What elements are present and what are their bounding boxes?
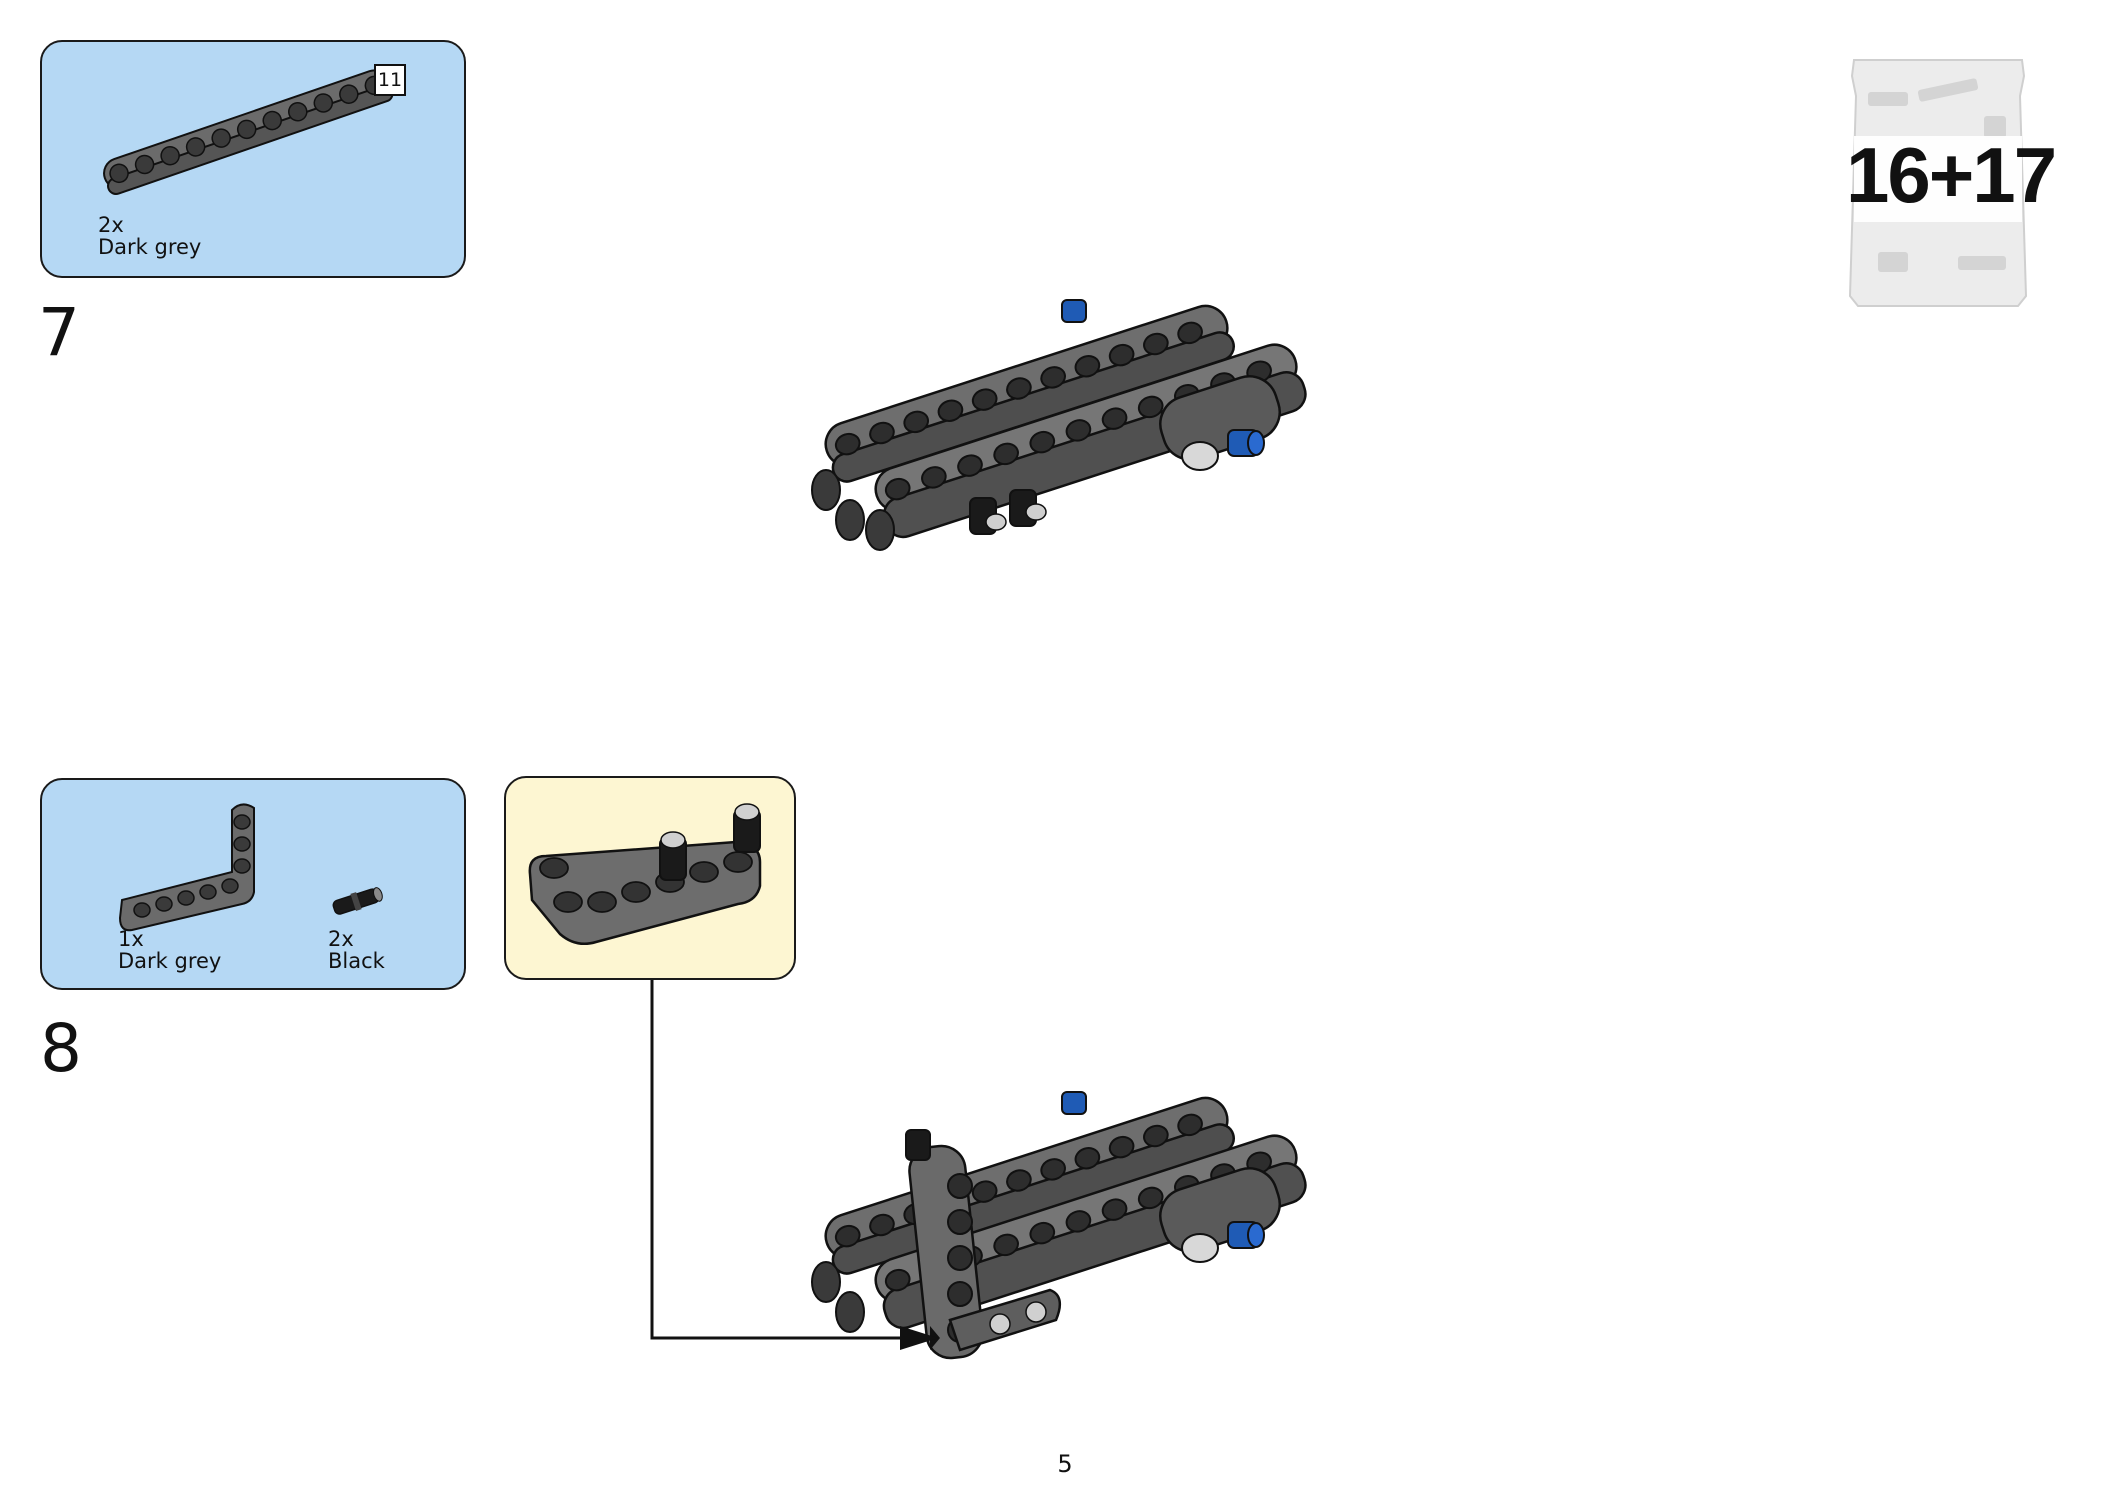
connector-pin-icon — [332, 887, 383, 915]
part-color: Dark grey — [98, 235, 202, 259]
step-7-parts-list: 11 2x Dark grey — [40, 40, 466, 278]
bag-number-label: 16+17 — [1846, 131, 2057, 219]
subassembly-callout — [504, 776, 796, 980]
part-color: Dark grey — [118, 949, 222, 973]
part-quantity: 1x — [118, 927, 144, 951]
part-quantity: 2x — [328, 927, 354, 951]
part-color: Black — [328, 949, 385, 973]
l-beam-icon — [118, 803, 255, 932]
step-number: 7 — [38, 294, 80, 371]
beam-11-icon — [103, 69, 394, 195]
step-number: 8 — [40, 1010, 82, 1087]
page-number: 5 — [1057, 1450, 1073, 1478]
part-quantity: 2x — [98, 213, 124, 237]
step-8-parts-list: 1x Dark grey 2x Black — [40, 778, 466, 990]
placement-arrow — [650, 980, 930, 1340]
length-badge: 11 — [374, 64, 406, 96]
arrow-head-icon — [900, 1326, 938, 1350]
parts-bag-icon — [1848, 59, 2028, 307]
l-beam-with-pins-icon — [528, 803, 762, 945]
